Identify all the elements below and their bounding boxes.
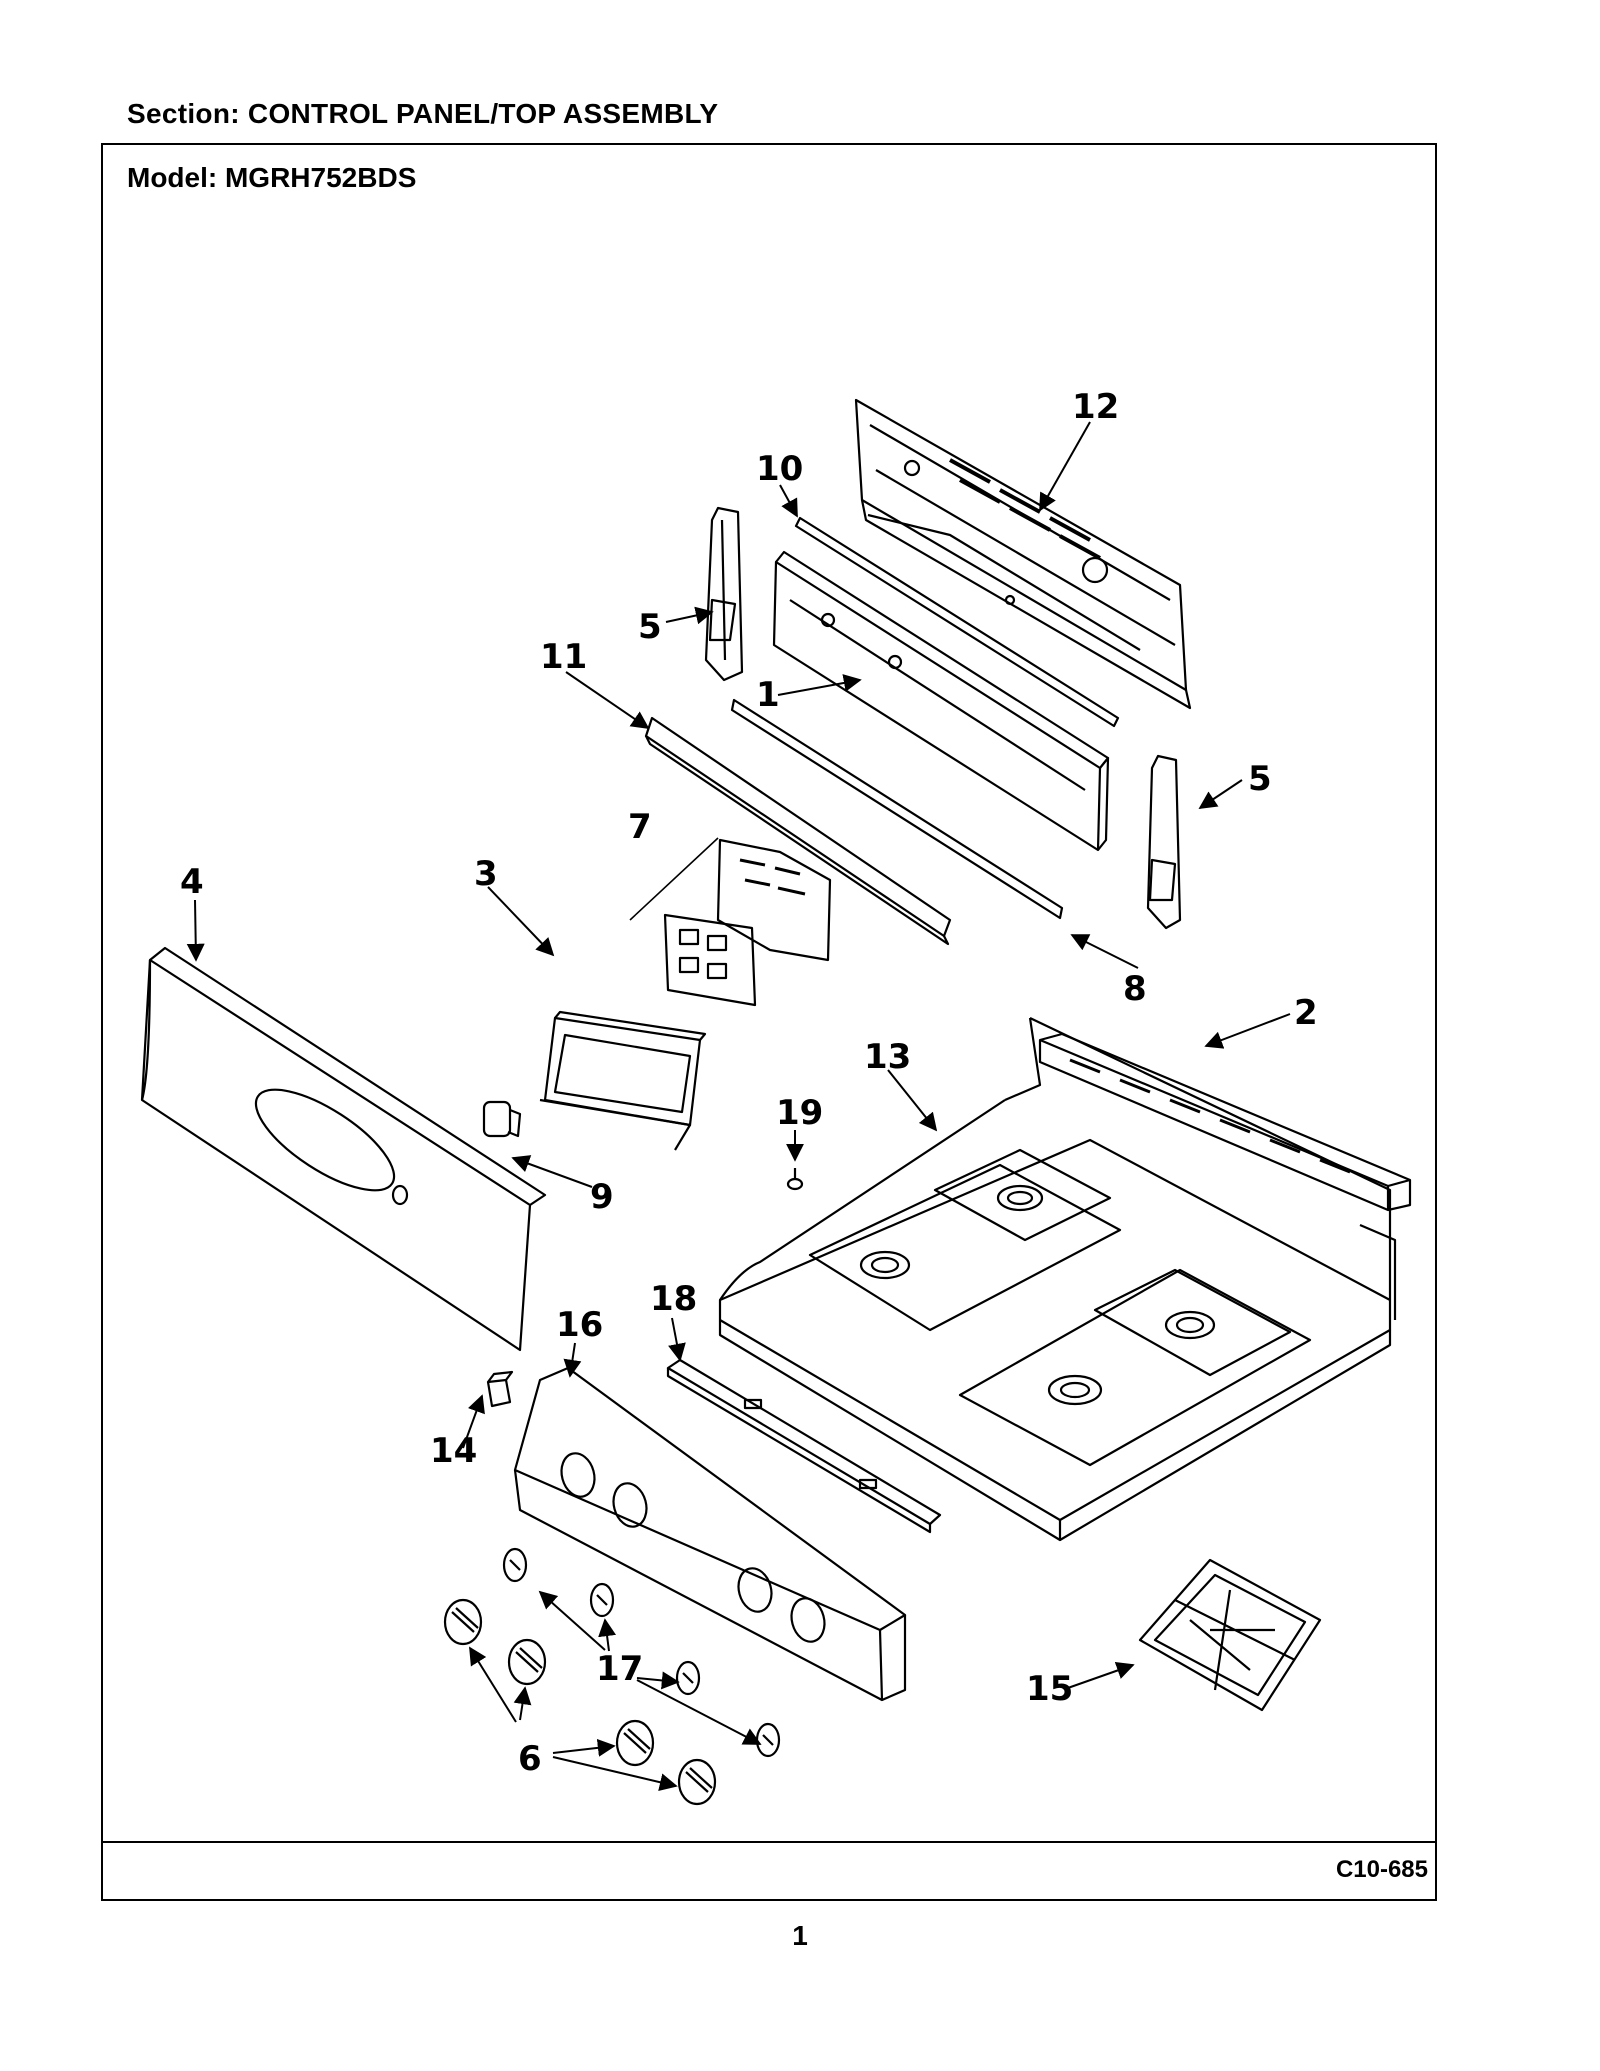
callout-1: 1 [756, 675, 780, 715]
callout-6: 6 [518, 1739, 542, 1779]
trim-strip-part-18 [666, 1358, 942, 1534]
end-bracket-left-part-5 [704, 506, 744, 682]
callout-12: 12 [1072, 387, 1119, 427]
electronic-control-part-7 [629, 837, 832, 1007]
callout-18: 18 [650, 1279, 697, 1319]
burner-grate-part-15 [1138, 1558, 1322, 1712]
end-bracket-right-part-5 [1146, 754, 1182, 930]
callout-19: 19 [776, 1093, 823, 1133]
callout-16: 16 [556, 1305, 603, 1345]
screw-part-19 [786, 1168, 804, 1191]
callout-5-left: 5 [638, 607, 662, 647]
callout-9: 9 [590, 1177, 614, 1217]
switch-part-9 [482, 1100, 522, 1138]
leader-lines [186, 421, 1291, 1792]
callout-17: 17 [596, 1649, 643, 1689]
callout-13: 13 [864, 1037, 911, 1077]
clip-part-14 [486, 1370, 514, 1408]
cooktop-part-13 [718, 1017, 1397, 1542]
diagram-frame [101, 143, 1437, 1901]
callout-15: 15 [1026, 1669, 1073, 1709]
footer-divider [101, 1841, 1437, 1843]
callout-3: 3 [474, 854, 498, 894]
rear-panel-part-12 [854, 398, 1192, 710]
trim-bar-part-11 [644, 716, 952, 946]
backguard-part-1 [772, 550, 1110, 852]
manifold-panel-part-16 [513, 1366, 907, 1702]
control-panel-part-4 [140, 946, 547, 1352]
callout-11: 11 [540, 637, 587, 677]
display-bezel-part-3 [539, 1010, 707, 1151]
callout-4: 4 [180, 862, 204, 902]
callout-10: 10 [756, 449, 803, 489]
knobs-part-6 [443, 1598, 717, 1806]
vent-trim-part-2 [1038, 1032, 1412, 1212]
knob-inserts-part-17 [502, 1547, 781, 1758]
trim-strip-part-10 [794, 516, 1120, 728]
model-title: Model: MGRH752BDS [127, 162, 417, 193]
callout-8: 8 [1123, 969, 1147, 1009]
section-title: Section: CONTROL PANEL/TOP ASSEMBLY [127, 98, 719, 129]
page-number: 1 [792, 1920, 808, 1951]
gasket-strip-part-8 [730, 698, 1064, 920]
callout-14: 14 [430, 1431, 477, 1471]
callout-5-right: 5 [1248, 759, 1272, 799]
callout-labels: 12 10 5 1 11 5 7 8 4 3 2 13 19 9 18 16 1… [180, 387, 1318, 1779]
diagram-code: C10-685 [1335, 1856, 1428, 1883]
callout-2: 2 [1294, 993, 1318, 1033]
callout-7: 7 [628, 807, 652, 847]
